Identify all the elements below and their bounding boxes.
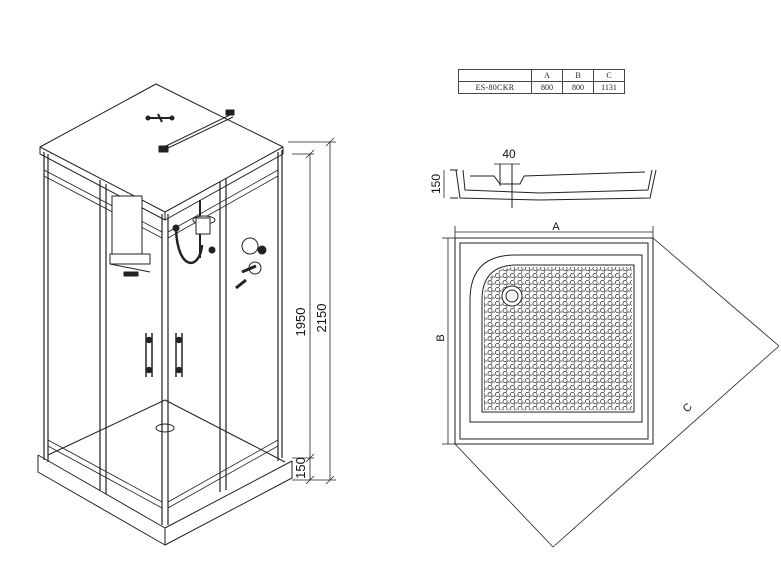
height-dimensions bbox=[288, 137, 336, 485]
shower-cabin-isometric bbox=[37, 83, 293, 546]
dim-total-height: 2150 bbox=[314, 304, 329, 333]
dim-line-c bbox=[454, 237, 780, 548]
dim-line-b bbox=[442, 237, 455, 445]
dim-label-b: B bbox=[435, 334, 447, 341]
dim-line-a bbox=[454, 226, 654, 238]
spec-header-b: B bbox=[562, 69, 594, 82]
mixer-controls bbox=[235, 237, 267, 290]
door-handles bbox=[145, 333, 183, 377]
cabin-frame-posts bbox=[43, 150, 283, 525]
door-rails bbox=[43, 169, 279, 509]
dim-tray-profile-height: 150 bbox=[429, 174, 443, 194]
spec-value-b: 800 bbox=[562, 81, 594, 94]
spec-table: A B C ES-80CKR 800 800 1131 bbox=[458, 69, 625, 94]
spec-value-c: 1131 bbox=[593, 81, 625, 94]
tray-profile bbox=[443, 163, 657, 208]
roof-shower-fittings bbox=[145, 109, 235, 153]
shower-column bbox=[172, 200, 216, 264]
dim-cabin-height: 1950 bbox=[293, 308, 308, 337]
spec-header-a: A bbox=[531, 69, 563, 82]
dim-tray-lip: 40 bbox=[502, 147, 516, 161]
spec-table-header-row: A B C bbox=[458, 69, 625, 82]
spec-header-blank bbox=[458, 69, 532, 82]
back-panel-accessories bbox=[109, 195, 151, 277]
spec-header-c: C bbox=[593, 69, 625, 82]
cabin-base-tray bbox=[37, 399, 293, 546]
spec-value-a: 800 bbox=[531, 81, 563, 94]
spec-model: ES-80CKR bbox=[458, 81, 532, 94]
tray-top-view bbox=[454, 237, 654, 445]
dim-label-a: A bbox=[552, 221, 560, 233]
dim-tray-height: 150 bbox=[293, 457, 308, 479]
dim-label-c: C bbox=[681, 401, 695, 415]
spec-table-row: ES-80CKR 800 800 1131 bbox=[458, 81, 625, 94]
